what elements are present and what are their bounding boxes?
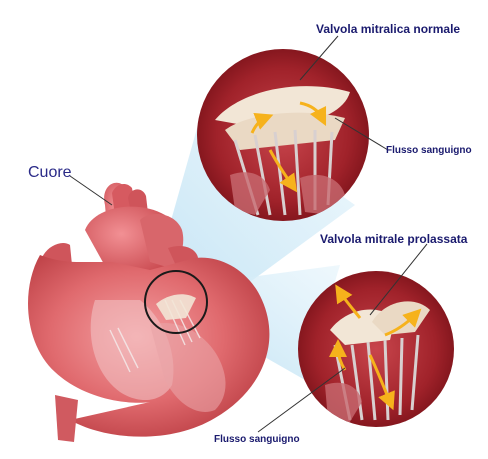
heart-label: Cuore bbox=[28, 164, 72, 182]
inset-prolapse-background bbox=[298, 271, 454, 427]
prolapsed-valve-label: Valvola mitrale prolassata bbox=[320, 232, 467, 246]
inset-normal-valve bbox=[197, 36, 388, 221]
blood-flow-label-bottom: Flusso sanguigno bbox=[214, 434, 300, 445]
inferior-vena-cava bbox=[55, 395, 78, 442]
normal-valve-label: Valvola mitralica normale bbox=[316, 22, 460, 36]
blood-flow-label-top: Flusso sanguigno bbox=[386, 145, 472, 156]
